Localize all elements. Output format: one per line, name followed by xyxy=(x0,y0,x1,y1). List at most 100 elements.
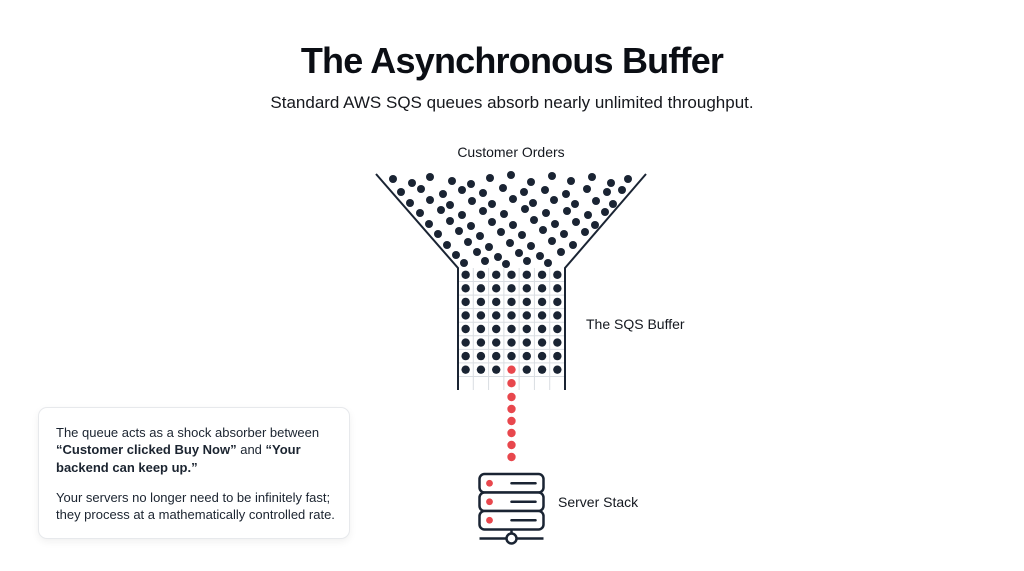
queued-dot xyxy=(461,284,470,293)
queued-dot xyxy=(507,351,516,361)
order-dot xyxy=(506,239,514,247)
order-dot xyxy=(507,171,515,179)
order-dot xyxy=(443,241,451,249)
order-dot xyxy=(473,248,481,256)
order-dot xyxy=(467,180,475,188)
order-dot xyxy=(544,259,552,267)
queued-dot xyxy=(553,311,562,320)
order-dot xyxy=(529,199,537,207)
order-dot xyxy=(509,195,517,203)
order-dot xyxy=(488,200,496,208)
queued-dot xyxy=(553,284,562,293)
order-dot xyxy=(548,237,556,245)
queued-dot xyxy=(492,311,501,320)
page-subtitle: Standard AWS SQS queues absorb nearly un… xyxy=(270,93,754,112)
order-dot xyxy=(563,207,571,215)
order-dot xyxy=(434,230,442,238)
order-dot xyxy=(500,210,508,218)
order-dot xyxy=(624,175,632,183)
funnel-wall-right xyxy=(564,173,647,390)
queued-dot xyxy=(461,365,470,374)
order-dot xyxy=(455,227,463,235)
order-dot xyxy=(584,211,592,219)
queued-dot xyxy=(537,338,547,347)
order-dot xyxy=(502,260,510,268)
queued-dot xyxy=(522,365,531,374)
queued-dot xyxy=(461,351,470,361)
queued-dot xyxy=(553,351,562,361)
queued-dot xyxy=(476,351,486,361)
order-dot xyxy=(458,211,466,219)
order-dot xyxy=(481,257,489,265)
order-dot xyxy=(569,241,577,249)
queued-dot xyxy=(537,351,547,361)
queued-dot xyxy=(537,324,547,334)
order-dot xyxy=(460,259,468,267)
order-dot xyxy=(468,197,476,205)
queued-dot xyxy=(492,270,501,279)
order-dot xyxy=(542,209,550,217)
order-dot xyxy=(571,200,579,208)
queued-dot xyxy=(476,311,486,320)
queued-dot xyxy=(461,297,470,307)
order-dot xyxy=(389,175,397,183)
processing-dot xyxy=(507,365,516,374)
order-dot xyxy=(479,207,487,215)
processing-dot xyxy=(507,440,516,450)
order-dot xyxy=(618,186,626,194)
order-dot xyxy=(406,199,414,207)
card-paragraph-2: Your servers no longer need to be infini… xyxy=(56,489,335,523)
order-dot xyxy=(476,232,484,240)
queued-dot xyxy=(492,365,501,374)
order-dot xyxy=(523,257,531,265)
queued-dot xyxy=(522,284,531,293)
processing-dot xyxy=(507,404,516,414)
queued-dot xyxy=(476,365,486,374)
order-dot xyxy=(567,177,575,185)
queued-dot xyxy=(537,284,547,293)
queued-dot xyxy=(476,324,486,334)
queued-dot xyxy=(522,324,531,334)
order-dot xyxy=(408,179,416,187)
order-dot xyxy=(550,196,558,204)
sqs-buffer-label: The SQS Buffer xyxy=(586,316,685,332)
funnel-wall-left xyxy=(375,173,459,390)
queued-dot xyxy=(461,324,470,334)
order-dot xyxy=(426,196,434,204)
order-dot xyxy=(426,173,434,181)
order-dot xyxy=(499,184,507,192)
order-dot xyxy=(572,218,580,226)
queued-dot xyxy=(507,311,516,320)
explanation-card: The queue acts as a shock absorber betwe… xyxy=(38,407,350,540)
order-dot xyxy=(448,177,456,185)
order-dot xyxy=(562,190,570,198)
order-dot xyxy=(560,230,568,238)
order-dot xyxy=(452,251,460,259)
queued-dot xyxy=(537,297,547,307)
queued-dot xyxy=(492,297,501,307)
order-dot xyxy=(397,188,405,196)
queued-dot xyxy=(476,270,486,279)
queued-dot xyxy=(492,284,501,293)
order-dot xyxy=(467,222,475,230)
order-dot xyxy=(416,209,424,217)
order-dot xyxy=(464,238,472,246)
queued-dot xyxy=(492,338,501,347)
order-dot xyxy=(609,200,617,208)
server-led-icon xyxy=(486,516,493,524)
processing-dot xyxy=(507,452,516,462)
queued-dot xyxy=(522,338,531,347)
queued-dot xyxy=(461,311,470,320)
order-dot xyxy=(588,173,596,181)
queued-dot xyxy=(461,338,470,347)
order-dot xyxy=(479,189,487,197)
order-dot xyxy=(417,185,425,193)
order-dot xyxy=(494,253,502,261)
queued-dot xyxy=(492,324,501,334)
queued-dot xyxy=(522,297,531,307)
order-dot xyxy=(539,226,547,234)
queued-dot xyxy=(553,338,562,347)
queued-dot xyxy=(553,324,562,334)
customer-orders-label: Customer Orders xyxy=(457,144,565,160)
server-stack-label: Server Stack xyxy=(558,494,639,510)
